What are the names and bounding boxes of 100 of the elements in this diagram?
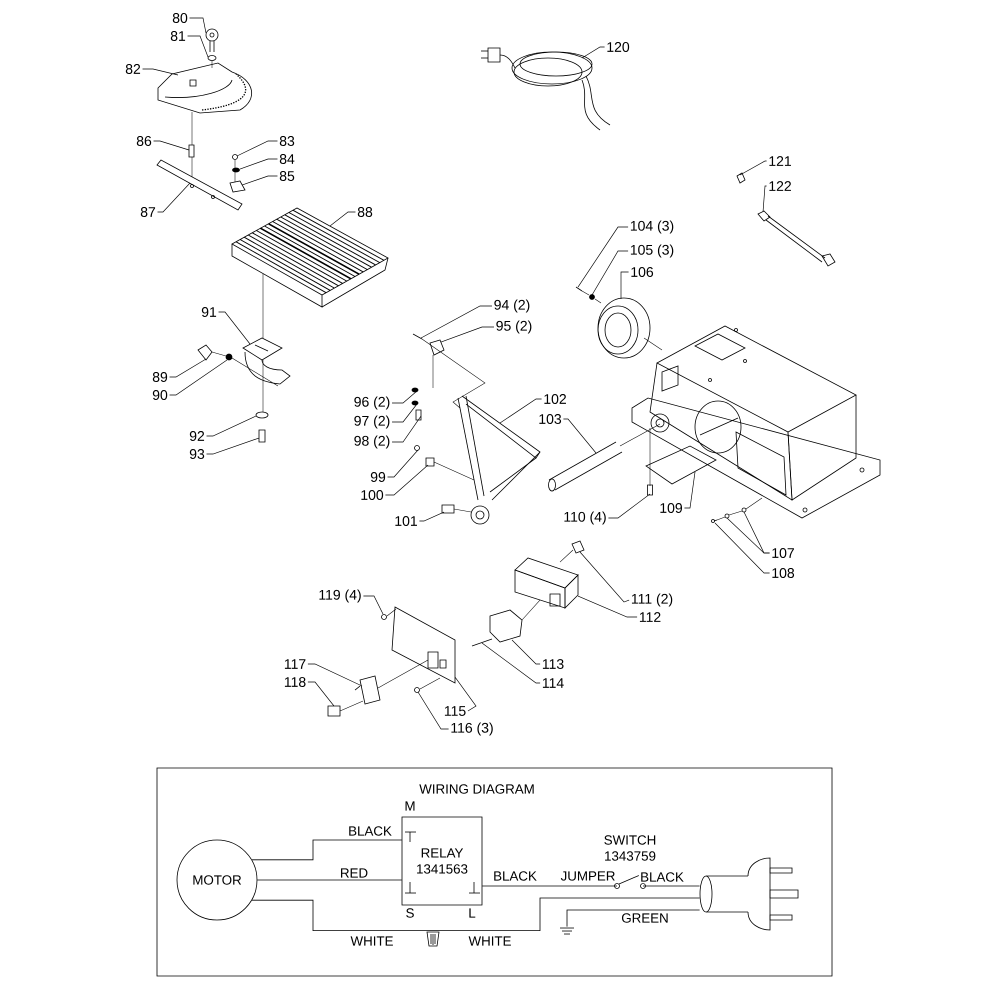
callout-number: 114 <box>542 678 564 688</box>
assembly-line <box>644 338 662 350</box>
leader-line <box>608 494 650 518</box>
callout-number: 101 <box>395 516 417 526</box>
leader-line <box>187 36 208 58</box>
callout-number: 119 (4) <box>319 590 361 603</box>
leader-line <box>392 390 418 404</box>
leader-line <box>206 438 260 454</box>
callout-number: 80 <box>172 13 188 23</box>
washer <box>232 168 240 172</box>
callout-number: 86 <box>136 136 152 146</box>
assembly-line <box>212 352 226 356</box>
leader-line <box>308 682 334 706</box>
callout-number: 96 (2) <box>354 396 390 410</box>
assembly-line <box>340 700 364 712</box>
assembly-line <box>420 678 440 690</box>
callout-number: 92 <box>190 431 204 441</box>
washer <box>256 412 268 418</box>
callout-number: 106 <box>631 267 654 277</box>
ground-symbol <box>560 928 574 934</box>
switch-drawing <box>354 676 380 704</box>
assembly-line <box>262 360 264 412</box>
bolt <box>416 410 422 420</box>
callout-number: 94 (2) <box>494 299 530 313</box>
screw-head <box>414 687 420 693</box>
screw-head <box>381 614 387 620</box>
relay-drawing <box>490 610 522 642</box>
callout-number: 97 (2) <box>354 416 390 429</box>
washer <box>589 294 595 300</box>
callout-number: 113 <box>542 659 564 669</box>
callout-number: 107 <box>772 548 794 558</box>
knob-drawing <box>206 28 218 52</box>
diagram-heading: WIRING DIAGRAM <box>419 784 534 794</box>
callout-number: 103 <box>539 414 562 424</box>
wire <box>566 910 700 927</box>
assembly-line <box>432 354 434 388</box>
key <box>328 706 340 716</box>
callout-number: 89 <box>152 372 168 382</box>
callout-number: 85 <box>280 171 294 181</box>
bolt <box>258 430 266 442</box>
leader-line <box>236 140 278 156</box>
leader-line <box>482 642 540 684</box>
callout-number: 105 (3) <box>630 244 674 258</box>
assembly-line <box>386 608 396 616</box>
leader-line <box>500 398 542 424</box>
assembly-line <box>522 600 540 620</box>
leader-line <box>740 160 767 176</box>
washer <box>226 354 232 360</box>
leader-line <box>240 158 278 170</box>
leader-line <box>218 312 250 344</box>
callout-number: 121 <box>769 156 791 166</box>
leader-line <box>563 418 596 454</box>
washer <box>412 400 418 406</box>
rod-drawing <box>548 442 622 492</box>
screw <box>647 484 653 496</box>
assembly-line <box>434 462 474 480</box>
clip <box>426 458 434 466</box>
motor-housing-drawing <box>632 326 880 518</box>
callout-number: 112 <box>640 612 660 622</box>
leader-line <box>206 416 256 436</box>
washer <box>208 55 216 61</box>
leader-line <box>392 416 422 442</box>
leader-line <box>142 68 178 76</box>
leader-line <box>440 326 494 342</box>
relay-box: RELAY 1341563 <box>402 816 482 906</box>
callout-number: 81 <box>170 31 186 41</box>
leader-line <box>592 250 628 296</box>
assembly-line <box>422 338 486 408</box>
callout-number: 84 <box>280 154 294 164</box>
callout-number: 109 <box>660 503 682 513</box>
screw-drawing <box>576 286 582 292</box>
wire <box>432 898 700 931</box>
callout-number: 87 <box>140 207 156 217</box>
assembly-line <box>262 274 264 338</box>
wire-label: JUMPER <box>560 871 615 881</box>
callout-number: 115 <box>444 706 466 716</box>
leader-line <box>169 358 206 378</box>
plug-drawing <box>700 858 798 930</box>
edge-label: RED <box>338 867 370 879</box>
callout-number: 93 <box>190 449 204 459</box>
leader-line <box>330 212 356 226</box>
miter-gauge-drawing <box>158 62 252 114</box>
leader-line <box>714 522 770 574</box>
assembly-line <box>746 498 762 510</box>
assembly-line <box>620 424 660 446</box>
edge-label: BLACK <box>492 870 538 882</box>
screw-head <box>414 445 420 451</box>
callout-number: 100 <box>361 490 384 500</box>
leader-line <box>578 226 628 288</box>
callout-number: 102 <box>544 394 566 404</box>
assembly-line <box>232 358 278 386</box>
callout-number: 99 <box>370 472 386 482</box>
leader-line <box>684 472 696 508</box>
leader-line <box>454 676 476 712</box>
leader-line <box>582 46 605 58</box>
edge-label: BLACK <box>638 870 686 884</box>
callout-number: 116 (3) <box>451 722 493 736</box>
leader-line <box>169 360 228 396</box>
callout-number: 117 <box>284 659 306 669</box>
pin <box>188 144 194 158</box>
